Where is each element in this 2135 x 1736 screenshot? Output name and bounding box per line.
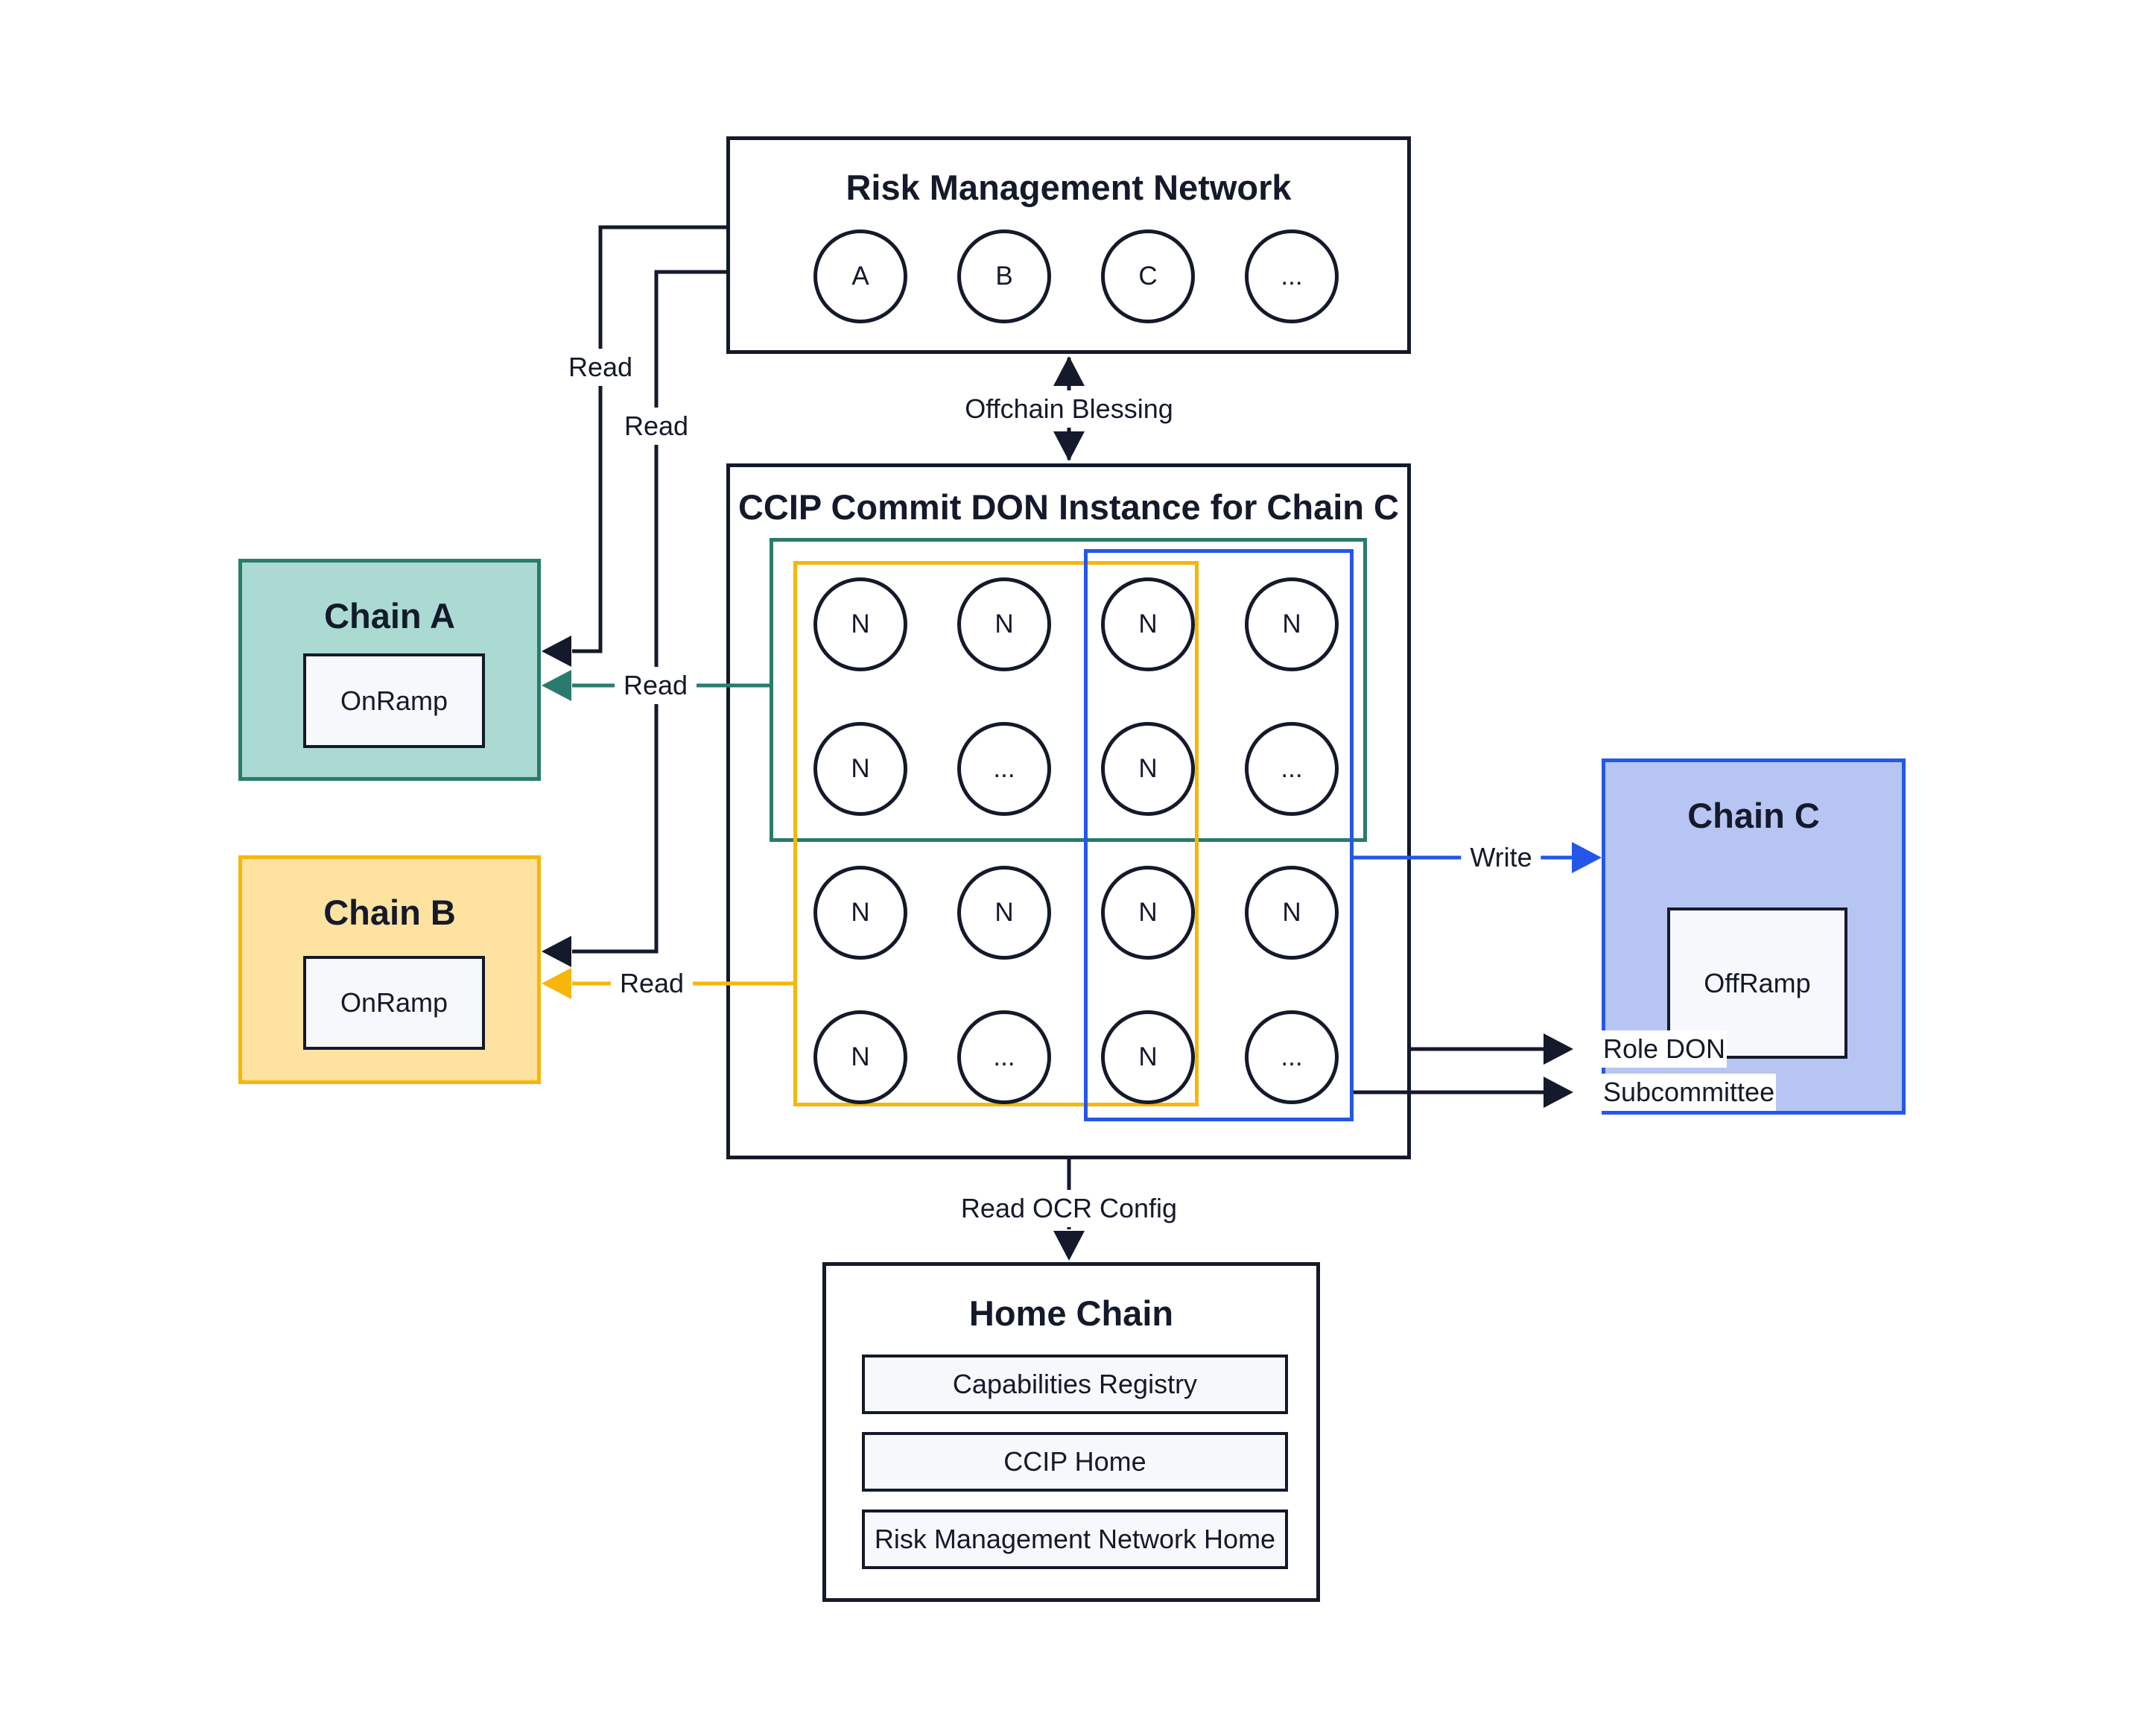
don-node-circle: N [1245, 577, 1339, 671]
risk-management-network-title: Risk Management Network [846, 168, 1292, 207]
don-node-circle: N [1101, 577, 1195, 671]
don-node-circle: N [957, 577, 1051, 671]
blue-subcommittee-group-rect [1084, 549, 1354, 1121]
don-node-circle: N [1101, 722, 1195, 816]
capabilities-registry-box: Capabilities Registry [862, 1355, 1288, 1414]
read-ocr-config-label: Read OCR Config [951, 1190, 1187, 1227]
read-label-don-chain-b: Read [610, 965, 694, 1002]
don-node-circle: N [1101, 866, 1195, 960]
risk-management-network-home-box: Risk Management Network Home [862, 1510, 1288, 1569]
offchain-blessing-label: Offchain Blessing [956, 390, 1182, 428]
don-node-circle: N [813, 1010, 907, 1104]
arrowhead-into-chain-b [542, 936, 571, 967]
chain-a-title: Chain A [324, 596, 455, 636]
don-node-circle: N [1245, 866, 1339, 960]
don-node-circle: N [813, 577, 907, 671]
chain-c-offramp-box: OffRamp [1667, 907, 1847, 1059]
yellow-column-group-rect [793, 561, 1199, 1106]
arrowhead-yellow-into-chain-b [542, 968, 571, 999]
rmn-read-chain-a-line [572, 225, 726, 653]
rmn-read-chain-b-line [572, 270, 726, 954]
don-node-circle: N [957, 866, 1051, 960]
arrowhead-down-home-chain [1053, 1231, 1085, 1261]
arrowhead-teal-into-chain-a [542, 670, 571, 701]
don-node-circle: ... [1245, 1010, 1339, 1104]
chain-b-title: Chain B [323, 893, 456, 932]
read-label-don-chain-a: Read [614, 667, 697, 704]
rmn-node-circle: C [1101, 229, 1195, 323]
don-node-circle: ... [1245, 722, 1339, 816]
chain-a-onramp-box: OnRamp [303, 653, 485, 748]
teal-row-group-rect [770, 538, 1367, 842]
subcommittee-label: Subcommittee [1602, 1074, 1777, 1111]
chain-c-box: Chain C OffRamp [1602, 758, 1906, 1115]
read-label-rmn-chain-a: Read [559, 349, 642, 386]
home-chain-box: Home Chain Capabilities Registry CCIP Ho… [822, 1262, 1320, 1602]
don-node-circle: N [1101, 1010, 1195, 1104]
home-chain-title: Home Chain [968, 1293, 1174, 1333]
read-label-rmn-chain-b: Read [615, 408, 698, 445]
rmn-node-circle: A [813, 229, 907, 323]
don-node-circle: N [813, 722, 907, 816]
arrowhead-up-rmn [1053, 356, 1085, 386]
write-label: Write [1461, 839, 1541, 876]
arrowhead-role-don [1544, 1033, 1573, 1065]
chain-c-title: Chain C [1687, 796, 1820, 835]
commit-don-title: CCIP Commit DON Instance for Chain C [737, 487, 1399, 527]
arrowhead-subcommittee [1544, 1077, 1573, 1108]
don-node-circle: ... [957, 1010, 1051, 1104]
rmn-node-circle: ... [1245, 229, 1339, 323]
arrowhead-into-chain-a [542, 636, 571, 667]
don-node-circle: N [813, 866, 907, 960]
chain-b-onramp-box: OnRamp [303, 956, 485, 1050]
ccip-home-box: CCIP Home [862, 1432, 1288, 1492]
chain-a-box: Chain A OnRamp [238, 559, 541, 781]
role-don-label: Role DON [1602, 1030, 1728, 1068]
arrowhead-down-commit-don [1053, 431, 1085, 461]
chain-b-box: Chain B OnRamp [238, 855, 541, 1084]
arrowhead-write-into-chain-c [1572, 842, 1602, 873]
don-node-circle: ... [957, 722, 1051, 816]
rmn-node-circle: B [957, 229, 1051, 323]
